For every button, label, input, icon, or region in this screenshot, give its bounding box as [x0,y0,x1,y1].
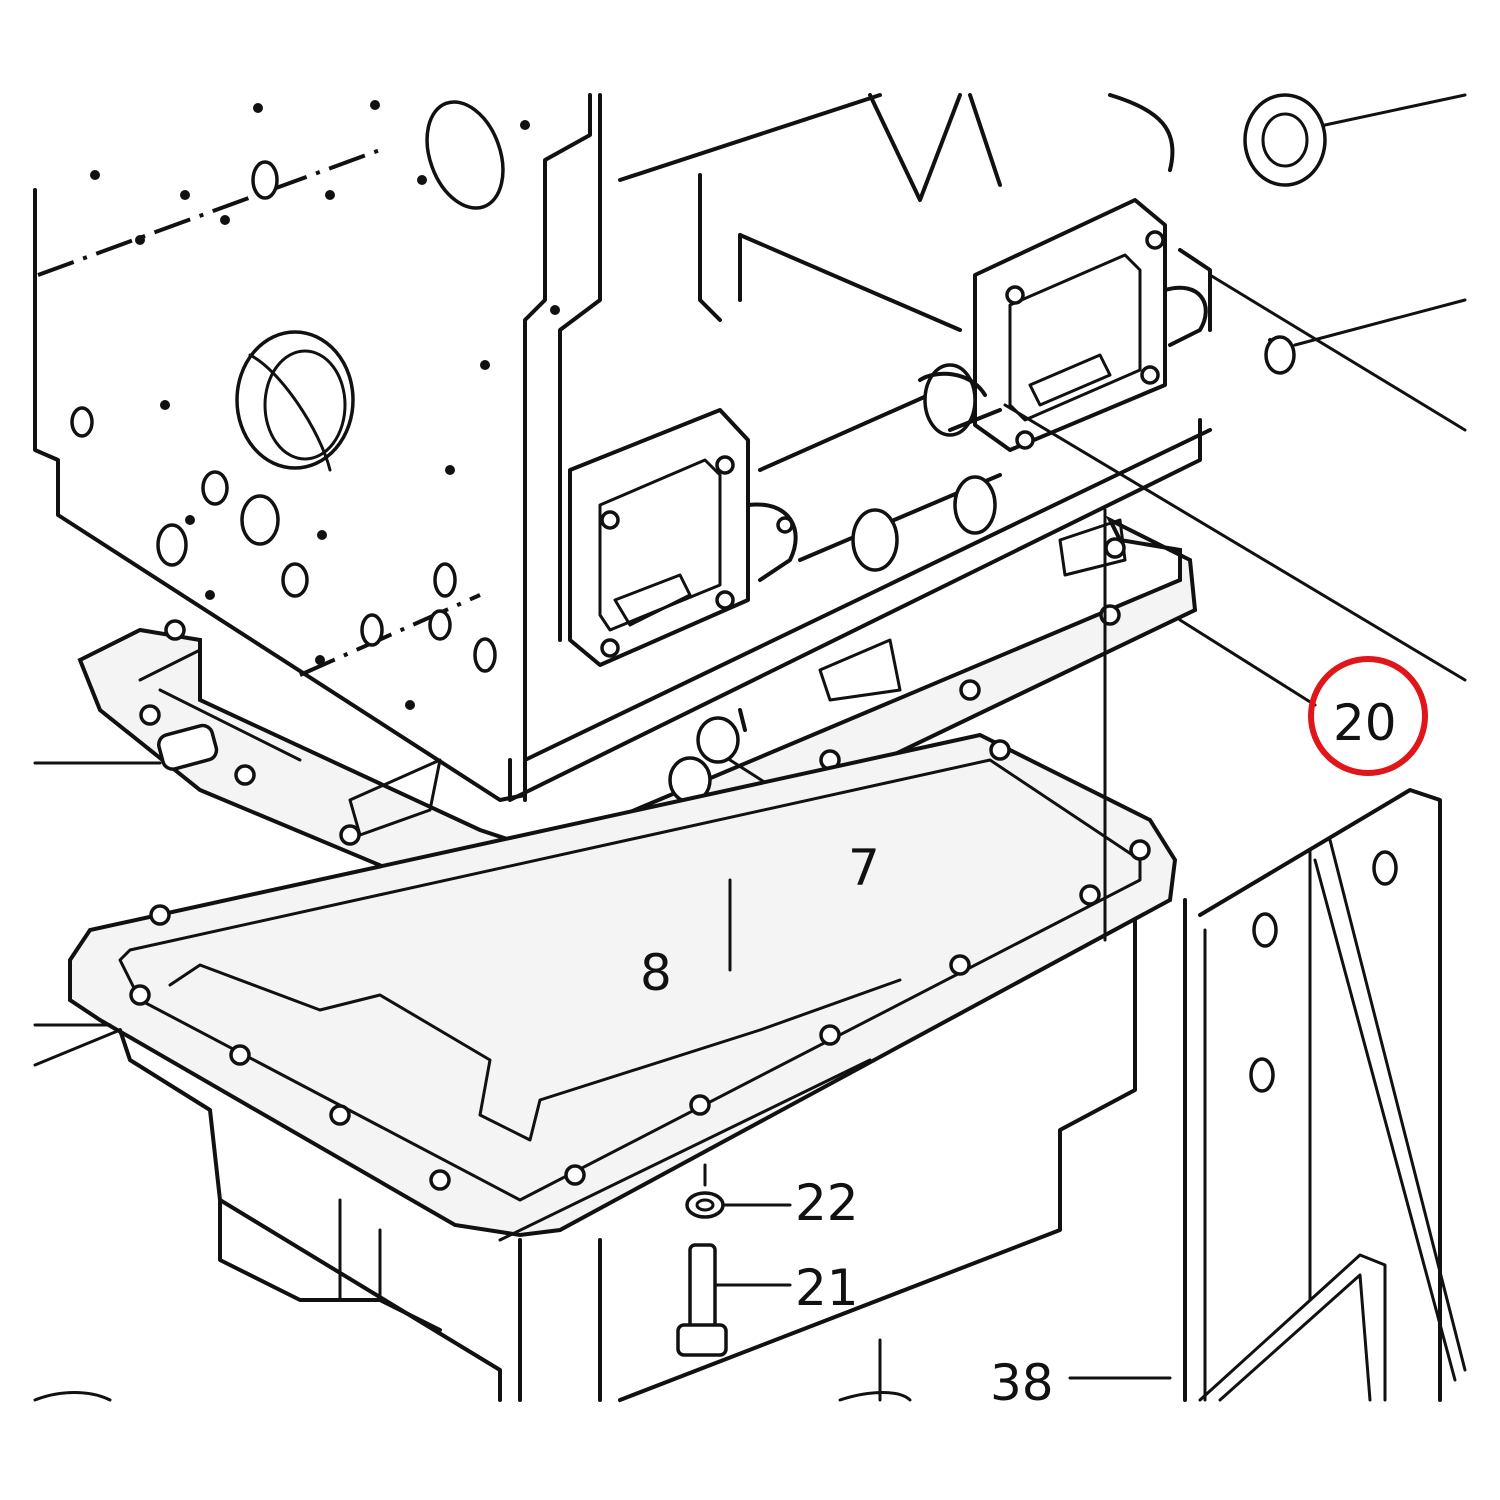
callout-22: 22 [795,1174,859,1232]
callout-8: 8 [640,944,672,1002]
oil-seal [1243,93,1467,187]
inspection-cover-rear [973,198,1208,452]
oil-pan [33,508,1178,1402]
inspection-cover-front [568,408,798,667]
callout-20: 20 [1333,694,1397,752]
drain-plug-assembly [676,1163,792,1357]
callout-38: 38 [990,1354,1054,1412]
dowel-left [33,723,219,771]
highlight-circle [1308,656,1428,776]
dashed-reference-line [1003,403,1467,682]
leader-line-20 [1178,618,1317,707]
callout-7: 7 [848,839,880,897]
crank-journals [758,363,1002,572]
dowel-pin [1208,273,1467,432]
engine-block [33,93,1212,802]
callout-21: 21 [795,1259,859,1317]
mounting-bracket [1068,788,1467,1402]
